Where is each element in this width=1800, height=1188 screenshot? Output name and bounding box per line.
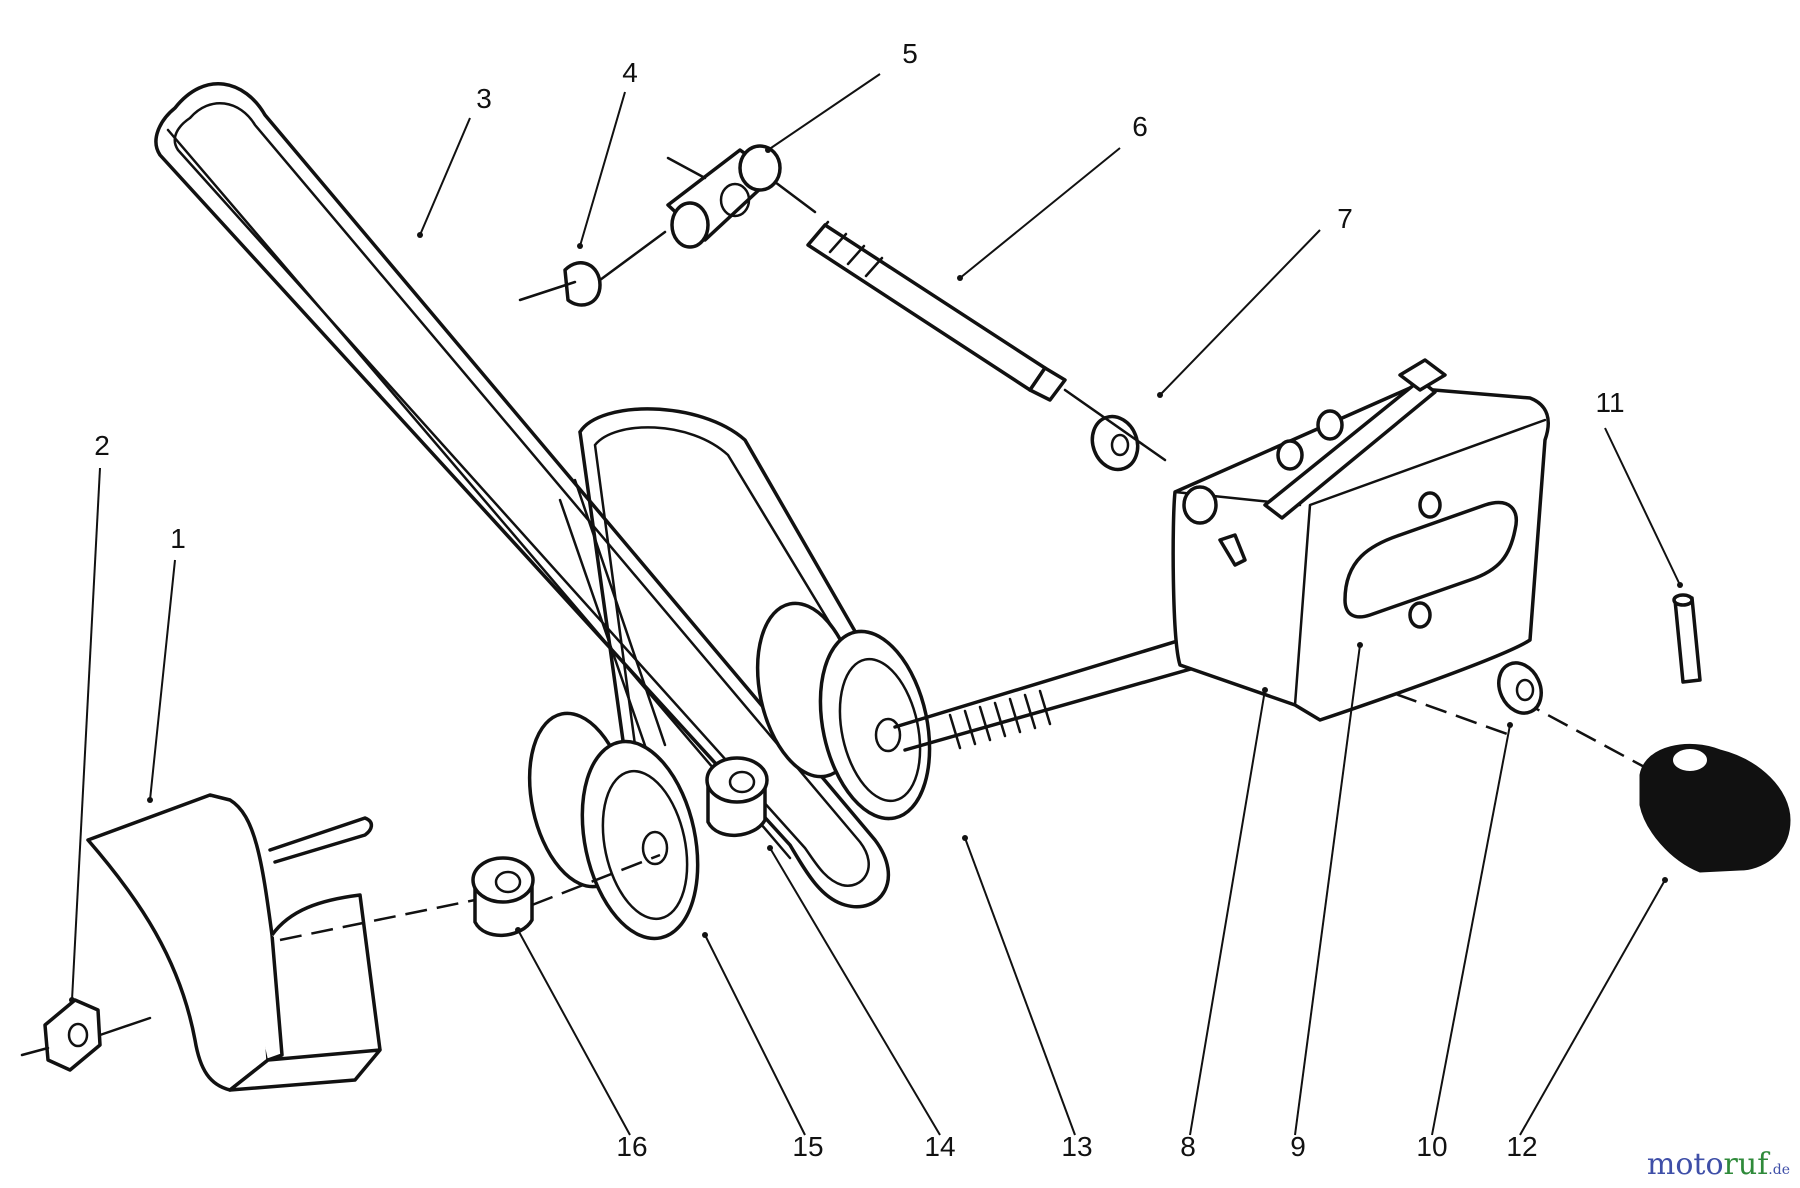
part-label-4: 4 bbox=[622, 57, 638, 88]
gearbox-housing bbox=[1171, 358, 1550, 722]
part-labels: 1 2 3 4 5 6 7 8 9 10 11 12 13 14 15 16 bbox=[94, 38, 1624, 1162]
part-label-16: 16 bbox=[616, 1131, 647, 1162]
part-label-9: 9 bbox=[1290, 1131, 1306, 1162]
part-label-6: 6 bbox=[1132, 111, 1148, 142]
part-label-11: 11 bbox=[1595, 387, 1624, 418]
part-label-10: 10 bbox=[1416, 1131, 1447, 1162]
watermark-part-c: .de bbox=[1768, 1162, 1790, 1178]
washer-7 bbox=[1090, 414, 1140, 472]
part-label-7: 7 bbox=[1337, 203, 1353, 234]
pulley-large bbox=[755, 601, 1242, 821]
part-label-14: 14 bbox=[924, 1131, 955, 1162]
watermark-part-b: ruf bbox=[1723, 1147, 1769, 1182]
shaft-6 bbox=[806, 220, 1167, 462]
part-label-3: 3 bbox=[476, 83, 492, 114]
part-label-2: 2 bbox=[94, 430, 110, 461]
bushing-14 bbox=[705, 756, 769, 838]
coupler-5 bbox=[666, 144, 817, 249]
knob-12 bbox=[1639, 744, 1791, 873]
watermark-part-a: moto bbox=[1646, 1147, 1724, 1182]
part-label-13: 13 bbox=[1061, 1131, 1092, 1162]
watermark-logo: motoruf.de bbox=[1647, 1147, 1790, 1182]
e-clip-4 bbox=[518, 230, 667, 307]
part-label-1: 1 bbox=[170, 523, 186, 554]
belt-guard bbox=[86, 793, 382, 1092]
part-label-15: 15 bbox=[792, 1131, 823, 1162]
part-label-8: 8 bbox=[1180, 1131, 1196, 1162]
nut bbox=[20, 998, 152, 1072]
pin-11 bbox=[1672, 593, 1702, 684]
pulley-small bbox=[527, 711, 700, 941]
v-belt-long bbox=[154, 82, 891, 909]
v-belt-short bbox=[558, 407, 862, 762]
bushing-16 bbox=[471, 856, 535, 938]
part-label-5: 5 bbox=[902, 38, 918, 69]
part-label-12: 12 bbox=[1506, 1131, 1537, 1162]
washer-10 bbox=[1497, 661, 1543, 715]
leader-lines bbox=[69, 73, 1683, 1136]
